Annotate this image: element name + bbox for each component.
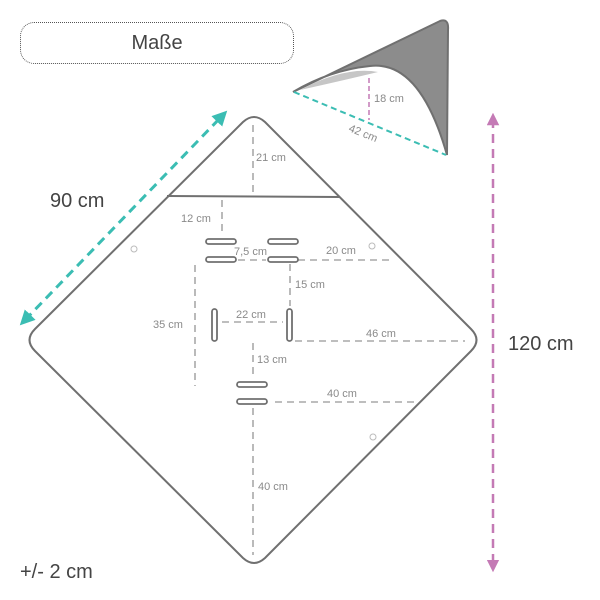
- label-hood-depth: 18 cm: [374, 93, 404, 105]
- label-slot-to-edge-upper: 20 cm: [326, 245, 356, 257]
- title-text: Maße: [131, 31, 183, 54]
- title-badge: Maße: [20, 22, 294, 64]
- blanket-outline: [28, 116, 478, 564]
- snap-buttons: [130, 242, 377, 441]
- label-hood-edge: 42 cm: [347, 123, 379, 145]
- width-arrow: [19, 110, 228, 326]
- label-lower-to-edge: 40 cm: [327, 388, 357, 400]
- label-slot-gap-horizontal: 7,5 cm: [234, 246, 267, 258]
- slot-middle-right: [286, 308, 293, 342]
- label-middle-to-edge: 46 cm: [366, 328, 396, 340]
- measure-lines: [194, 125, 465, 555]
- slot-upper-right-b: [267, 256, 299, 263]
- slot-upper-left-a: [205, 238, 237, 245]
- label-lower-gap: 13 cm: [257, 354, 287, 366]
- slot-lower-a: [236, 381, 268, 388]
- label-bottom-length: 40 cm: [258, 481, 288, 493]
- snap-button-left: [130, 245, 138, 253]
- slot-middle-left: [211, 308, 218, 342]
- label-slot-offset-top: 12 cm: [181, 213, 211, 225]
- slot-lower-b: [236, 398, 268, 405]
- slot-upper-right-a: [267, 238, 299, 245]
- hood-edge-line: [293, 91, 447, 156]
- snap-button-bottom: [369, 433, 377, 441]
- tolerance-label: +/- 2 cm: [20, 561, 93, 583]
- slot-upper-left-b: [205, 256, 237, 263]
- hood-illustration: [292, 19, 450, 156]
- label-hood-height: 21 cm: [256, 152, 286, 164]
- hood-seam: [166, 195, 341, 198]
- label-center-slot-gap: 22 cm: [236, 309, 266, 321]
- label-slot-vertical-gap: 15 cm: [295, 279, 325, 291]
- slots: [205, 238, 299, 405]
- height-label: 120 cm: [508, 333, 574, 355]
- snap-button-right: [368, 242, 376, 250]
- label-side-span: 35 cm: [153, 319, 183, 331]
- hood-shape: [292, 19, 450, 156]
